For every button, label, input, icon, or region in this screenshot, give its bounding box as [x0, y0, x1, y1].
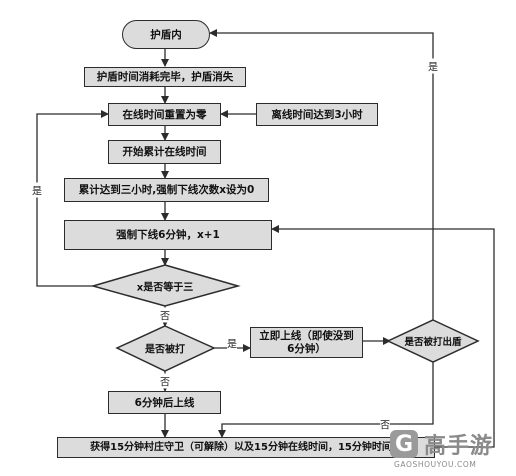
node-shield-on: 护盾内: [122, 20, 210, 49]
watermark-title: 高手游: [424, 434, 494, 459]
label-no-shield: 否: [380, 416, 390, 432]
node-protection-label: 获得15分钟村庄守卫（可解除）以及15分钟在线时间，15分钟时间到: [90, 441, 402, 453]
node-offline-3h-label: 离线时间达到3小时: [271, 108, 363, 121]
node-online-after-6m: 6分钟后上线: [108, 391, 221, 414]
label-no-attacked: 否: [160, 373, 170, 389]
label-yes-left: 是: [32, 182, 42, 198]
node-protection: 获得15分钟村庄守卫（可解除）以及15分钟在线时间，15分钟时间到: [57, 437, 435, 458]
label-yes-attacked: 是: [227, 335, 237, 351]
watermark-subtitle: GAOSHOUYOU.COM: [394, 460, 477, 469]
watermark: G 高手游 GAOSHOUYOU.COM: [388, 428, 506, 472]
node-online-reset-label: 在线时间重置为零: [122, 108, 207, 121]
decision-attacked-label: 是否被打: [145, 344, 185, 356]
edge-shield-no: [218, 362, 434, 438]
edge-protection-loop: [271, 225, 495, 448]
node-online-reset: 在线时间重置为零: [108, 103, 221, 126]
edge-x3-yes-loop: [36, 110, 109, 287]
node-offline-3h: 离线时间达到3小时: [256, 103, 378, 126]
node-shield-on-label: 护盾内: [150, 28, 182, 41]
node-online-now: 立即上线（即使没到6分钟）: [250, 327, 363, 358]
node-force-offline-label: 强制下线6分钟，x+1: [116, 229, 220, 241]
node-reached-3h-label: 累计达到三小时,强制下线次数x设为0: [78, 184, 255, 196]
watermark-logo-icon: G: [390, 430, 418, 458]
node-start-accumulate-label: 开始累计在线时间: [122, 146, 207, 158]
node-shield-consumed: 护盾时间消耗完毕，护盾消失: [84, 67, 246, 87]
decision-x3-shape: [90, 264, 241, 307]
node-force-offline: 强制下线6分钟，x+1: [64, 220, 272, 250]
decision-shield-label: 是否被打出盾: [404, 337, 462, 348]
node-start-accumulate: 开始累计在线时间: [108, 140, 221, 164]
label-no-x3: 否: [160, 307, 170, 323]
edge-shield-yes: [209, 29, 434, 320]
label-yes-top-right: 是: [428, 58, 438, 74]
node-online-after-6m-label: 6分钟后上线: [134, 396, 195, 409]
node-reached-3h: 累计达到三小时,强制下线次数x设为0: [64, 178, 269, 202]
decision-shield-shape: [386, 319, 480, 363]
node-online-now-label: 立即上线（即使没到6分钟）: [259, 329, 354, 355]
node-shield-consumed-label: 护盾时间消耗完毕，护盾消失: [96, 71, 234, 83]
decision-attacked-shape: [115, 325, 216, 372]
decision-x3-label: x是否等于三: [136, 282, 194, 294]
